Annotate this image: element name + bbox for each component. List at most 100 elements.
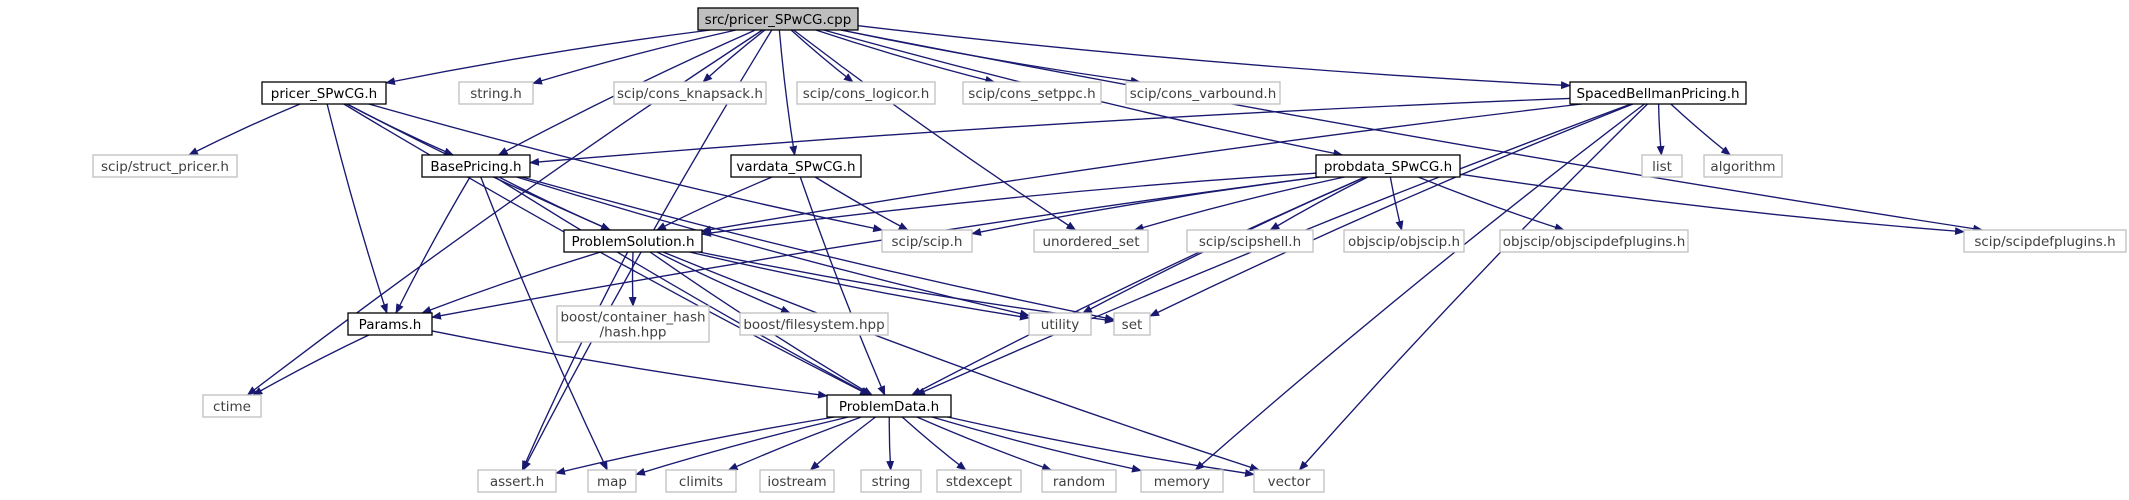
edge-problemsolution-to-boost_fs (656, 251, 791, 314)
node-random: random (1041, 469, 1117, 493)
node-box (881, 229, 973, 253)
node-objscipdef: objscip/objscipdefplugins.h (1499, 229, 1689, 253)
node-scipdef: scip/scipdefplugins.h (1963, 229, 2127, 253)
edge-problemdata-to-vector (947, 416, 1255, 478)
edge-params-to-problemdata (431, 330, 828, 399)
node-box (697, 7, 859, 31)
node-base[interactable]: BasePricing.h (421, 154, 531, 178)
edge-spaced-to-list (1656, 103, 1665, 156)
edge-base-to-map (480, 176, 608, 471)
node-algorithm: algorithm (1703, 154, 1783, 178)
node-unordered-set: unordered_set (1033, 229, 1149, 253)
node-label: iostream (767, 474, 826, 490)
edge-spaced-to-vector (1298, 103, 1649, 471)
node-label: pricer_SPwCG.h (271, 86, 377, 102)
node-label: ctime (213, 399, 251, 415)
node-label: scip/scipshell.h (1199, 234, 1301, 250)
node-climits: climits (665, 469, 737, 493)
node-label: boost/filesystem.hpp (743, 317, 884, 333)
node-box (1343, 229, 1465, 253)
node-box (739, 312, 889, 336)
node-box (796, 81, 936, 105)
node-params[interactable]: Params.h (347, 312, 433, 336)
node-label: src/pricer_SPwCG.cpp (705, 12, 852, 28)
edge-problemsolution-to-assert (521, 251, 629, 471)
node-root[interactable]: src/pricer_SPwCG.cpp (697, 7, 859, 31)
node-box (1641, 154, 1683, 178)
edge-probdata-to-params (431, 176, 1319, 320)
edge-pricer_h-to-params (326, 103, 388, 314)
node-box (759, 469, 835, 493)
node-problemsolution[interactable]: ProblemSolution.h (563, 229, 703, 253)
node-box (587, 469, 637, 493)
node-probdata[interactable]: probdata_SPwCG.h (1315, 154, 1461, 178)
node-label: set (1122, 317, 1143, 333)
node-box (1140, 469, 1224, 493)
node-label: unordered_set (1042, 234, 1139, 250)
edge-problemdata-to-climits (727, 416, 862, 471)
node-label: boost/container_hash (560, 310, 705, 326)
node-pricer-h[interactable]: pricer_SPwCG.h (261, 81, 387, 105)
node-box (1963, 229, 2127, 253)
node-vardata[interactable]: vardata_SPwCG.h (730, 154, 862, 178)
node-box (826, 394, 952, 418)
edge-problemdata-to-map (635, 416, 849, 476)
node-box (1253, 469, 1325, 493)
node-label: SpacedBellmanPricing.h (1576, 86, 1739, 102)
node-ctime: ctime (202, 394, 262, 418)
node-box (347, 312, 433, 336)
edge-params-to-ctime (252, 334, 370, 396)
node-box (261, 81, 387, 105)
node-box (1499, 229, 1689, 253)
node-utility: utility (1028, 312, 1092, 336)
node-label: random (1053, 474, 1105, 490)
edge-base-to-problemdata (494, 176, 871, 396)
node-problemdata[interactable]: ProblemData.h (826, 394, 952, 418)
edge-vardata-to-problemsolution (656, 176, 773, 231)
node-cons-varbound: scip/cons_varbound.h (1125, 81, 1281, 105)
edge-problemdata-to-string (886, 416, 895, 471)
node-label: string.h (470, 86, 522, 102)
node-label: utility (1041, 317, 1079, 333)
edge-spaced-to-set (1149, 103, 1634, 317)
node-label: assert.h (490, 474, 544, 490)
node-label: list (1652, 159, 1672, 175)
node-box (665, 469, 737, 493)
node-label: vector (1268, 474, 1311, 490)
edge-pricer_h-to-problemdata (343, 103, 871, 396)
edge-problemdata-to-iostream (809, 416, 876, 471)
edge-root-to-scipdef (840, 29, 1984, 233)
edge-probdata-to-scipdef (1459, 173, 1965, 236)
node-string: string (860, 469, 922, 493)
node-box (421, 154, 531, 178)
node-box (730, 154, 862, 178)
node-label: scip/struct_pricer.h (101, 159, 229, 175)
node-box (1315, 154, 1461, 178)
edge-root-to-cons_knapsack (702, 29, 766, 83)
edge-root-to-pricer_h (385, 29, 711, 86)
node-box (1113, 312, 1151, 336)
edge-vardata-to-problemdata (799, 176, 886, 396)
node-box (860, 469, 922, 493)
node-spaced[interactable]: SpacedBellmanPricing.h (1569, 81, 1747, 105)
node-label: ProblemSolution.h (571, 234, 694, 250)
node-box (1703, 154, 1783, 178)
node-map: map (587, 469, 637, 493)
edge-root-to-cons_logicor (790, 29, 854, 83)
edge-pricer_h-to-struct_pricer (188, 103, 301, 156)
edge-base-to-params (395, 176, 471, 314)
node-box (1028, 312, 1092, 336)
edge-spaced-to-memory (1194, 103, 1645, 471)
edge-probdata-to-objscip (1389, 176, 1404, 231)
node-box (563, 229, 703, 253)
edge-problemdata-to-stdexcept (901, 416, 967, 471)
node-string-h: string.h (458, 81, 534, 105)
edge-vardata-to-scip_h (814, 176, 909, 231)
node-set: set (1113, 312, 1151, 336)
node-label: ProblemData.h (839, 399, 939, 415)
edge-problemsolution-to-vector (662, 251, 1260, 472)
edge-spaced-to-algorithm (1670, 103, 1731, 156)
node-struct-pricer: scip/struct_pricer.h (92, 154, 238, 178)
